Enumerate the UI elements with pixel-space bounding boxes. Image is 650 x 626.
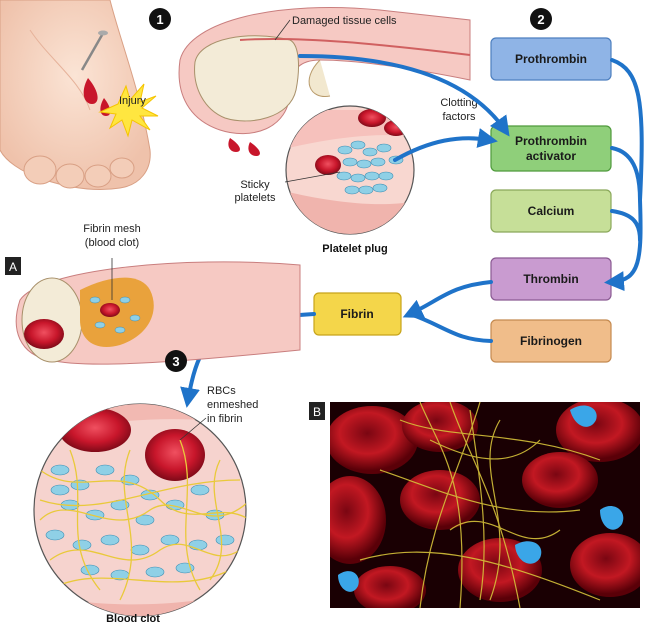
arrow-plug-to-activator (393, 128, 498, 162)
sticky-label-1: Sticky (240, 179, 270, 191)
panel-a-badge (5, 257, 21, 275)
sticky-leader-line (284, 171, 341, 183)
panel-a-letter: A (9, 260, 17, 274)
connector-prothrombin (610, 58, 644, 202)
fibrin-mesh-label-1: Fibrin mesh (83, 223, 140, 235)
step-1-number: 1 (156, 12, 163, 27)
rbcs-label-3: in fibrin (207, 413, 242, 425)
thrombin-text: Thrombin (523, 272, 578, 286)
injury-label: Injury (119, 95, 146, 107)
box-fibrin: Fibrin (313, 292, 402, 336)
clotting-factors-label-1: Clotting (440, 97, 477, 109)
rbcs-leader (179, 417, 207, 441)
connector-calcium (610, 209, 642, 242)
blood-clot-inset (33, 403, 247, 617)
box-prothrombin: Prothrombin (490, 37, 612, 81)
rbcs-label-1: RBCs (207, 385, 236, 397)
step-3-badge (165, 350, 187, 372)
platelet-plug-inset (285, 105, 415, 235)
arrow-to-thrombin (604, 198, 643, 292)
clotting-factors-label-2: factors (442, 111, 476, 123)
activator-text-2: activator (526, 149, 576, 163)
arrow-damage-to-activator (298, 54, 510, 137)
fibrin-mesh-label-2: (blood clot) (85, 237, 139, 249)
sticky-label-2: platelets (235, 192, 276, 204)
panel-b-badge (309, 402, 325, 420)
box-thrombin: Thrombin (490, 257, 612, 301)
platelet-plug-label: Platelet plug (322, 243, 387, 255)
arrow-thrombin-to-fibrin (402, 280, 493, 318)
box-calcium: Calcium (490, 189, 612, 233)
step-1-badge (149, 8, 171, 30)
prothrombin-text: Prothrombin (515, 52, 587, 66)
connector-fibrinogen (408, 312, 493, 343)
box-fibrinogen: Fibrinogen (490, 319, 612, 363)
blood-clot-label: Blood clot (106, 613, 160, 625)
damaged-tissue-label: Damaged tissue cells (292, 15, 397, 27)
vessel-with-fibrin-mesh (15, 261, 301, 365)
fibrin-text: Fibrin (340, 307, 373, 321)
injured-foot-illustration (0, 0, 151, 191)
calcium-text: Calcium (528, 204, 575, 218)
step-3-number: 3 (172, 354, 179, 369)
box-prothrombin-activator: Prothrombin activator (490, 125, 612, 172)
fibrinogen-text: Fibrinogen (520, 334, 582, 348)
rbcs-label-2: enmeshed (207, 399, 258, 411)
injury-starburst (98, 83, 159, 138)
activator-text-1: Prothrombin (515, 134, 587, 148)
panel-b-letter: B (313, 405, 321, 419)
damaged-leader-line (274, 19, 291, 41)
step-2-number: 2 (537, 12, 544, 27)
connector-activator (610, 146, 642, 202)
damaged-vessel-illustration (178, 6, 471, 156)
step-2-badge (530, 8, 552, 30)
micrograph-photo (330, 402, 640, 608)
